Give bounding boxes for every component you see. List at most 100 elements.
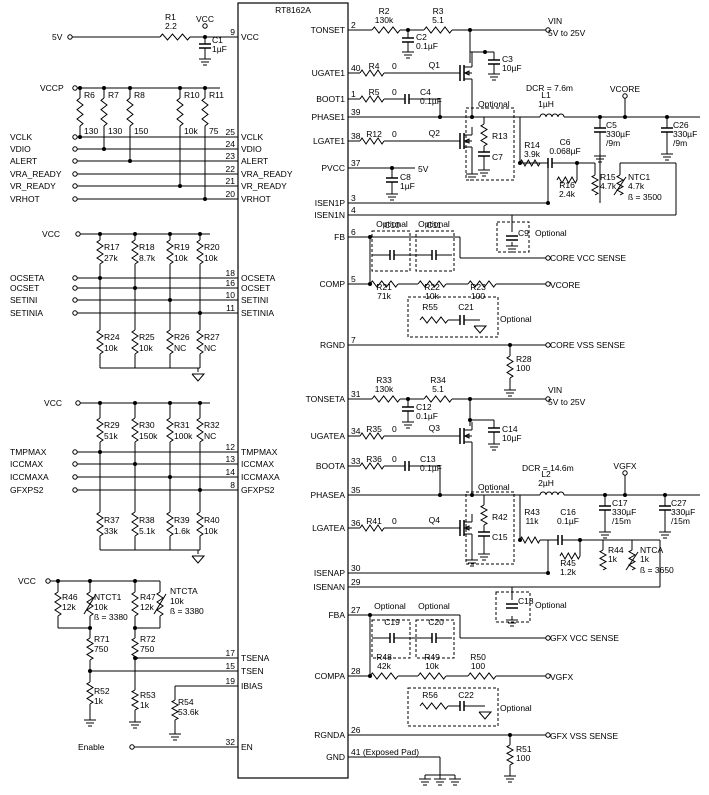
r7-value: 130 (108, 126, 122, 136)
r11-designator: R11 (209, 90, 224, 100)
r31-value: 100k (174, 431, 193, 441)
r4-designator: R4 (369, 61, 380, 71)
ic-name: RT8162A (275, 5, 311, 15)
r23-designator: R23 (470, 282, 486, 292)
terminal-circle (67, 34, 73, 40)
pin-vcc-number: 9 (230, 27, 235, 37)
r48-resistor (369, 672, 399, 680)
terminal-circle (72, 275, 78, 281)
pin-lgate1-label: LGATE1 (313, 136, 345, 146)
optional-label: Optional (535, 228, 567, 238)
r4-value: 0 (392, 61, 397, 71)
ntcta-thermistor (153, 593, 167, 615)
optional-c20-box (415, 619, 455, 659)
net-vin-gfx-range: 5V to 25V (548, 397, 586, 407)
r53-resistor (130, 689, 140, 711)
terminal-circle (72, 183, 78, 189)
pin-tonset-number: 2 (351, 20, 356, 30)
r37-designator: R37 (104, 515, 120, 525)
terminal-circle (72, 297, 78, 303)
optional-c11-box (415, 230, 455, 272)
r28-designator: R28 (516, 354, 532, 364)
r32-resistor (196, 417, 204, 443)
r18-designator: R18 (139, 242, 155, 252)
r53-value: 1k (140, 700, 150, 710)
dcr-core-label: DCR = 7.6m (526, 83, 573, 93)
terminal-circle (72, 85, 78, 91)
r24-value: 10k (104, 343, 118, 353)
net-vin-core: VIN (548, 16, 562, 26)
net-label: TMPMAX (10, 447, 47, 457)
r44-resistor (598, 549, 608, 571)
r2-designator: R2 (379, 6, 390, 16)
pin-lgatea-number: 36 (351, 518, 361, 528)
pin-lgate1-number: 38 (351, 131, 361, 141)
r32-designator: R32 (204, 420, 220, 430)
pin-vdio-label: VDIO (241, 144, 262, 154)
c16-designator: C16 (560, 507, 576, 517)
c17-esr: /15m (612, 516, 631, 526)
c21-designator: C21 (458, 302, 474, 312)
r41-designator: R41 (366, 516, 382, 526)
ntct1-beta: ß = 3380 (94, 612, 128, 622)
r71-resistor (86, 637, 94, 661)
l2-designator: L2 (541, 469, 551, 479)
r38-resistor (131, 511, 139, 537)
r14-designator: R14 (524, 140, 540, 150)
c17-designator: C17 (612, 498, 628, 508)
r16-designator: R16 (559, 180, 575, 190)
ic-rt8162a (237, 2, 349, 779)
r46-designator: R46 (62, 592, 78, 602)
c2-designator: C2 (416, 32, 427, 42)
c15-designator: C15 (492, 532, 508, 542)
pin-gfxps2-label: GFXPS2 (241, 485, 275, 495)
r22-value: 10k (425, 291, 439, 301)
junction-dot (623, 493, 627, 497)
net-vgfx: VGFX (613, 461, 636, 471)
r17-resistor (96, 239, 104, 265)
c12-designator: C12 (416, 402, 432, 412)
r17-value: 27k (104, 253, 118, 263)
pin-phase1-label: PHASE1 (311, 112, 345, 122)
pin-tmpmax-label: TMPMAX (241, 447, 278, 457)
junction-dot (368, 613, 372, 617)
q2-designator: Q2 (429, 128, 441, 138)
r42-designator: R42 (492, 512, 508, 522)
c27-value: 330µF (671, 507, 695, 517)
pin-tonset-label: TONSET (311, 25, 345, 35)
c8-designator: C8 (400, 172, 411, 182)
r40-designator: R40 (204, 515, 220, 525)
pin-vra_ready-number: 22 (226, 164, 236, 174)
r39-designator: R39 (174, 515, 190, 525)
c3-value: 10µF (502, 63, 522, 73)
pin-alert-number: 23 (226, 151, 236, 161)
r3-designator: R3 (433, 6, 444, 16)
terminal-circle (545, 255, 551, 261)
c27-esr: /15m (671, 516, 690, 526)
pin-vclk-label: VCLK (241, 132, 264, 142)
r20-resistor (196, 239, 204, 265)
ntcta-value: 10k (170, 596, 184, 606)
r10-resistor (176, 97, 184, 127)
ntca-beta: ß = 3650 (640, 565, 674, 575)
r25-value: 10k (139, 343, 153, 353)
optional-label: Optional (500, 703, 532, 713)
r52-resistor (86, 681, 94, 705)
r23-resistor (467, 280, 497, 288)
c4-value: 0.1µF (420, 96, 442, 106)
c12-value: 0.1µF (416, 411, 438, 421)
r22-designator: R22 (424, 282, 440, 292)
junction-dot (438, 493, 442, 497)
dcr-gfx-label: DCR = 14.6m (522, 463, 574, 473)
pin-rgnd-number: 7 (351, 335, 356, 345)
ground-symbol (191, 373, 206, 382)
optional-snubber-core (465, 107, 515, 181)
r35-designator: R35 (366, 424, 382, 434)
pin-setinia-number: 11 (226, 303, 235, 313)
pin-vr_ready-label: VR_READY (241, 181, 287, 191)
r34-designator: R34 (430, 375, 446, 385)
net-core-vss-sense: CORE VSS SENSE (550, 340, 625, 350)
pin-ugatea-number: 34 (351, 426, 361, 436)
r12-value: 0 (392, 129, 397, 139)
net-vgfx-fb: VGFX (550, 672, 573, 682)
